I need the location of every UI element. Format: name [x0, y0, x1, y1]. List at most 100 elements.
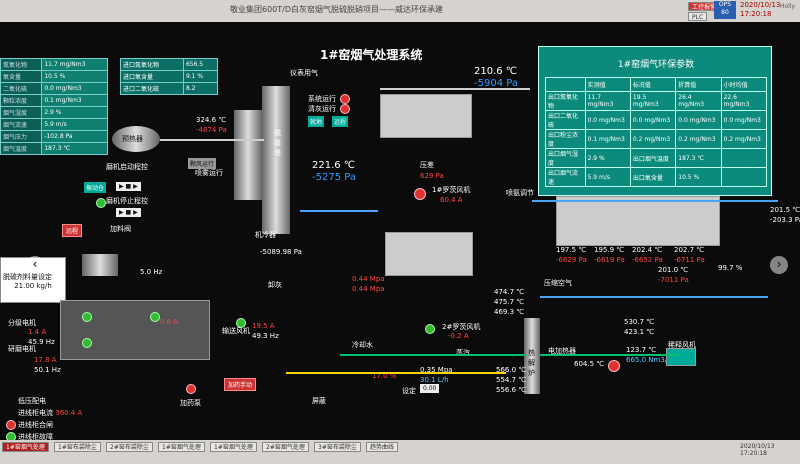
- row-label: 进口氮氧化物: [120, 58, 184, 71]
- table-cell: 小时均值: [720, 77, 768, 92]
- table-cell: 出口烟气流速: [545, 167, 586, 187]
- heater-pipe: [540, 354, 680, 356]
- compressed-air-label: 压缩空气: [544, 279, 572, 287]
- ammonia-label: 喷氨调节: [506, 189, 534, 197]
- table-cell: 0.2 mg/Nm3: [720, 129, 768, 149]
- fan2-icon[interactable]: [425, 324, 435, 334]
- tab-4[interactable]: 1#窑烟气处理: [210, 442, 257, 452]
- feed-pump-icon[interactable]: [186, 384, 196, 394]
- heater-icon[interactable]: [608, 360, 620, 372]
- mill-motor: [150, 312, 160, 322]
- plc-button[interactable]: PLC: [688, 12, 708, 21]
- classifier-current: 1.4 A: [28, 328, 47, 336]
- set-value-input[interactable]: 0.00: [420, 384, 440, 393]
- fan-stop-controls[interactable]: ▶ ■ ▶: [116, 208, 141, 217]
- prev-arrow-button[interactable]: ‹: [26, 256, 44, 274]
- t-2015: 201.5 ℃: [770, 206, 800, 214]
- row-label: 进口二氧化硫: [120, 82, 184, 95]
- table-cell: [545, 77, 586, 92]
- desulfur-tower: [262, 86, 290, 234]
- fan-start-label: 磨机启动程控: [106, 163, 148, 171]
- row-label: 氧含量: [0, 70, 43, 83]
- mill-current: 0.6 A: [160, 318, 179, 326]
- conveyor-freq: 49.3 Hz: [252, 332, 279, 340]
- row-label: 烟气湿度: [0, 106, 43, 119]
- table-cell: [720, 167, 768, 187]
- t-556: 556.6 ℃: [496, 386, 527, 394]
- t-469: 469.3 ℃: [494, 308, 525, 316]
- row-value: 0.0 mg/Nm3: [41, 82, 108, 95]
- p-right: -5904 Pa: [474, 78, 518, 89]
- fan2-label: 2#罗茨风机: [442, 323, 481, 331]
- t-475: 475.7 ℃: [494, 298, 525, 306]
- f-202: 202.4 ℃: [632, 246, 663, 254]
- tab-1[interactable]: 1#窑布袋除尘: [54, 442, 101, 452]
- table-cell: 出口粉尘浓度: [545, 129, 586, 149]
- row-label: 氮氧化物: [0, 58, 43, 71]
- fan-stop-label: 磨机停止程控: [106, 197, 148, 205]
- row-value: 10.5 %: [41, 70, 108, 83]
- table-cell: [720, 148, 768, 168]
- fan-start-controls[interactable]: ▶ ■ ▶: [116, 182, 141, 191]
- remote-button[interactable]: 远程: [332, 116, 349, 127]
- pf-5: -7011 Pa: [658, 276, 689, 284]
- table-cell: 0.0 mg/Nm3: [629, 110, 677, 130]
- t-604: 604.5 ℃: [574, 360, 605, 368]
- clock-date: 2020/10/13: [740, 1, 781, 9]
- t-423: 423.1 ℃: [624, 328, 655, 336]
- tab-5[interactable]: 2#窑烟气处理: [262, 442, 309, 452]
- pressure-diff-label: 压差: [420, 161, 434, 169]
- tab-7[interactable]: 趋势曲线: [366, 442, 399, 452]
- cooler-label: 机冷器: [255, 231, 276, 239]
- preheater: [112, 126, 160, 152]
- steam-label: 蒸汽: [456, 349, 470, 357]
- classifier-freq: 45.9 Hz: [28, 338, 55, 346]
- tab-0[interactable]: 1#窑烟气处理: [2, 442, 49, 452]
- table-cell: 0.1 mg/Nm3: [584, 129, 631, 149]
- page-title: 1#窑烟气处理系统: [320, 48, 423, 62]
- preheater-label: 预热器: [122, 135, 143, 143]
- tab-2[interactable]: 2#窑布袋除尘: [106, 442, 153, 452]
- grinder-freq: 50.1 Hz: [34, 366, 61, 374]
- pf-2: -6619 Pa: [594, 256, 625, 264]
- row-label: 二氧化硫: [0, 82, 43, 95]
- ops-value: 80: [721, 9, 729, 16]
- dust-mill-label: 振动仓: [84, 182, 107, 193]
- local-button[interactable]: 就地: [308, 116, 325, 127]
- dilution-fan: [666, 348, 696, 366]
- tab-3[interactable]: 1#窑烟气处理: [158, 442, 205, 452]
- next-arrow-button[interactable]: ›: [770, 256, 788, 274]
- flue-pipe-2: [160, 139, 264, 141]
- mill-hopper: [82, 254, 118, 276]
- row-value: 8.2: [182, 82, 219, 95]
- incoming-current-text: 进线柜电流: [18, 409, 53, 417]
- evaporator-tower: [524, 318, 540, 394]
- low-dist-label: 低压配电: [18, 397, 46, 405]
- unload-label: 卸灰: [268, 281, 282, 289]
- row-value: 656.5: [182, 58, 219, 71]
- remote-indicator[interactable]: 远程: [62, 224, 83, 237]
- f-195: 195.9 ℃: [594, 246, 625, 254]
- add-manual-button[interactable]: 加药手动: [224, 378, 257, 391]
- tab-6[interactable]: 3#窑布袋除尘: [314, 442, 361, 452]
- fan2-current: -0.2 A: [448, 332, 469, 340]
- setpoint-title: 脱硫剂料量设定: [3, 273, 52, 281]
- scr-reactor-row: [556, 196, 720, 246]
- setpoint-value[interactable]: 21.00 kg/h: [14, 282, 52, 290]
- grinder-current: 17.8 A: [34, 356, 57, 364]
- dust-mill-icon: [96, 198, 106, 208]
- row-value: 9.1 %: [182, 70, 219, 83]
- baghouse-2: [385, 232, 473, 276]
- fan1-icon[interactable]: [414, 188, 426, 200]
